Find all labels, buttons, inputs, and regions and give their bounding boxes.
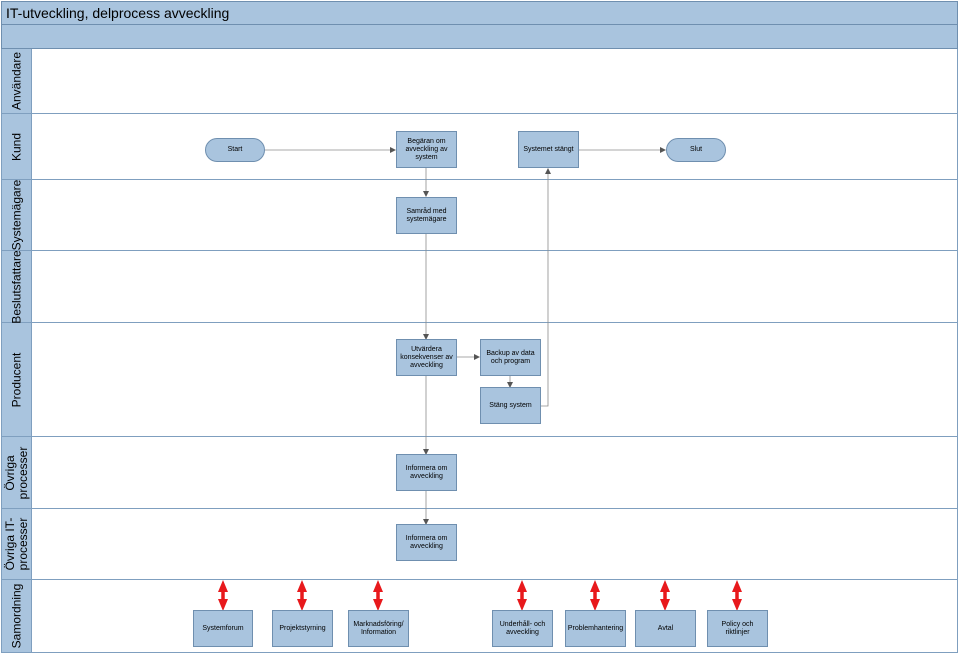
header-band [1, 25, 958, 49]
title-bar: IT-utveckling, delprocess avveckling [1, 1, 958, 25]
node-label: Systemforum [202, 624, 244, 632]
node-utvardera: Utvärdera konsekvenser av avveckling [396, 339, 457, 376]
lane-header: Kund [2, 114, 32, 179]
node-backup: Backup av data och program [480, 339, 541, 376]
node-label: Utvärdera konsekvenser av avveckling [400, 345, 453, 369]
lane-header: Övriga processer [2, 437, 32, 508]
node-begaran: Begäran om avveckling av system [396, 131, 457, 168]
node-samrad: Samråd med systemägare [396, 197, 457, 234]
lane-kund: Kund [1, 114, 958, 180]
lane-header: Systemägare [2, 180, 32, 250]
lane-anvandare: Användare [1, 49, 958, 114]
node-label: Begäran om avveckling av system [405, 137, 448, 161]
node-label: Informera om avveckling [405, 464, 448, 480]
lane-label-ovriga: Övriga processer [2, 446, 30, 499]
node-label: Systemet stängt [523, 145, 574, 153]
lane-label-kund: Kund [9, 132, 23, 161]
lane-ovriga-processer: Övriga processer [1, 437, 958, 509]
node-underhall: Underhåll- och avveckling [492, 610, 553, 647]
lane-header: Användare [2, 49, 32, 113]
lane-samordning: Samordning [1, 580, 958, 653]
lane-beslutsfattare: Beslutsfattare [1, 249, 958, 324]
lane-label-ovriga-it: Övriga IT- processer [2, 517, 30, 571]
node-policy: Policy och riktlinjer [707, 610, 768, 647]
node-informera-ovriga: Informera om avveckling [396, 454, 457, 491]
node-systemet-stangt: Systemet stängt [518, 131, 579, 168]
node-label: Informera om avveckling [405, 534, 448, 550]
lane-header: Övriga IT- processer [2, 509, 32, 579]
lane-systemagare: Systemägare [1, 180, 958, 251]
node-problemhantering: Problemhantering [565, 610, 626, 647]
node-marknadsforing: Marknadsföring/ Information [348, 610, 409, 647]
lane-label-producent: Producent [9, 352, 23, 407]
lane-label-anvandare: Användare [9, 51, 23, 111]
node-label: Underhåll- och avveckling [499, 620, 546, 636]
node-projektstyrning: Projektstyrning [272, 610, 333, 647]
node-systemforum: Systemforum [193, 610, 253, 647]
end-node: Slut [666, 138, 726, 162]
lane-ovriga-it-processer: Övriga IT- processer [1, 509, 958, 580]
node-label: Problemhantering [567, 624, 624, 632]
node-label: Slut [689, 146, 703, 153]
lane-header: Samordning [2, 580, 32, 652]
node-label: Backup av data och program [486, 349, 535, 365]
node-informera-it: Informera om avveckling [396, 524, 457, 561]
lane-header: Beslutsfattare [2, 249, 32, 324]
node-label: Marknadsföring/ Information [353, 620, 404, 636]
node-stang-system: Stäng system [480, 387, 541, 424]
lane-header: Producent [2, 323, 32, 436]
start-node: Start [205, 138, 265, 162]
node-label: Stäng system [489, 401, 532, 409]
node-label: Policy och riktlinjer [721, 620, 754, 636]
lane-producent: Producent [1, 323, 958, 437]
lane-label-beslutsfattare: Beslutsfattare [9, 249, 23, 324]
node-label: Projektstyrning [279, 624, 326, 632]
node-label: Samråd med systemägare [406, 207, 447, 223]
lane-label-samordning: Samordning [9, 583, 23, 649]
node-label: Start [227, 146, 243, 153]
lane-label-systemagare: Systemägare [9, 179, 23, 251]
node-avtal: Avtal [635, 610, 696, 647]
node-label: Avtal [657, 624, 674, 632]
diagram-title: IT-utveckling, delprocess avveckling [6, 5, 230, 21]
